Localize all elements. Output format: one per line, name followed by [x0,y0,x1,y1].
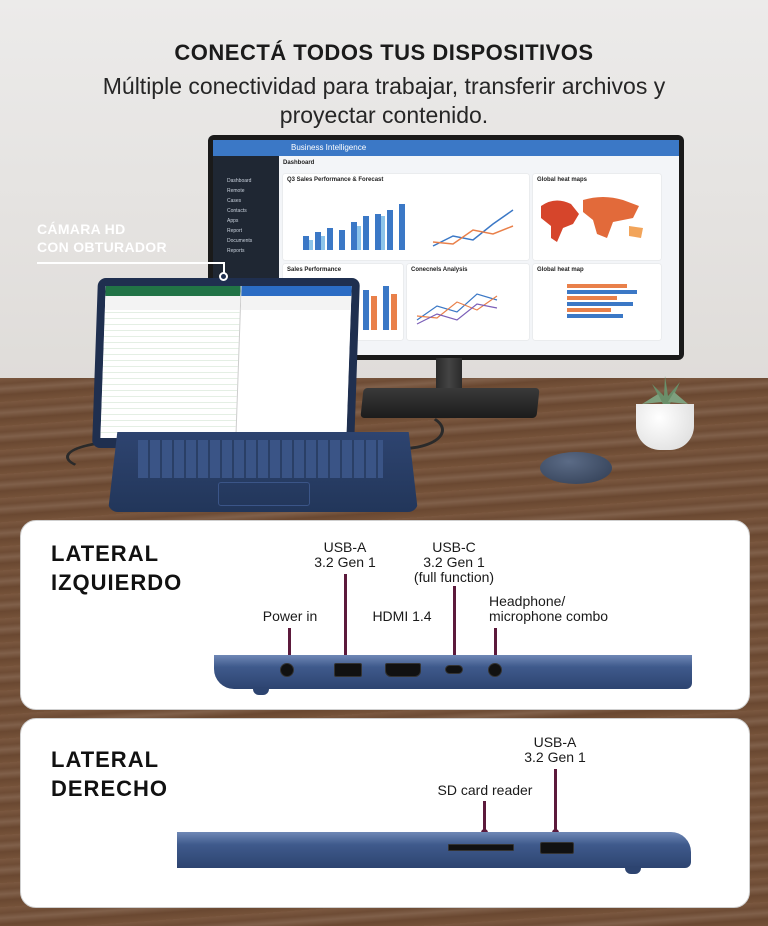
right-side-title-line2: DERECHO [51,776,169,801]
right-side-title: LATERAL DERECHO [51,745,168,803]
sd-card-label: SD card reader [437,782,533,798]
heat-map-2-card: Global heat map [533,264,661,340]
left-side-title-line1: LATERAL [51,541,160,566]
email-title-bar [241,286,352,296]
usb-a-left-label-line1: USB-A [323,539,367,555]
analysis-card-title: Conecnels Analysis [411,267,468,273]
power-in-label: Power in [262,608,318,624]
dashboard-app-title: Business Intelligence [291,143,367,152]
usb-a-right-pointer-line [554,769,557,833]
laptop-right-foot [625,866,641,874]
right-side-title-line1: LATERAL [51,747,160,772]
audio-jack-label-line2: microphone combo [489,608,609,624]
q3-sales-chart-graphic [303,204,514,250]
usb-c-port-icon [445,665,463,674]
world-heat-map-graphic [541,197,643,242]
usb-a-left-label: USB-A 3.2 Gen 1 [295,540,395,570]
spreadsheet-title-bar [105,286,241,296]
webcam-shutter-icon [219,272,228,281]
power-pointer-line [288,628,291,658]
succulent-plant-icon [642,376,688,408]
dashboard-sidebar-item: Contacts [227,208,247,214]
audio-jack-label: Headphone/ microphone combo [489,594,629,624]
laptop-keyboard [138,440,383,478]
usb-c-label-line3: (full function) [413,569,495,585]
spreadsheet-window [100,286,241,438]
usb-a-right-label-line2: 3.2 Gen 1 [524,749,586,765]
email-window [235,286,352,438]
audio-pointer-line [494,628,497,658]
camera-callout: CÁMARA HD CON OBTURADOR [37,220,167,256]
sd-card-slot-icon [448,844,514,851]
email-ribbon [241,296,352,310]
heat-map-2-card-title: Global heat map [537,267,584,273]
usb-a-left-port-icon [334,663,362,677]
page-subtitle: Múltiple conectividad para trabajar, tra… [102,73,666,128]
q3-sales-card: Q3 Sales Performance & Forecast [283,174,529,260]
sales-performance-card-title: Sales Performance [287,267,342,273]
hdmi-label: HDMI 1.4 [372,608,432,624]
dashboard-title-bar: Business Intelligence [213,140,679,156]
left-side-panel: LATERAL IZQUIERDO Power in USB-A 3.2 Gen… [20,520,750,710]
laptop-left-foot [253,687,269,695]
laptop-touchpad [218,482,310,506]
usb-c-pointer-line [453,586,456,658]
heat-map-card-title: Global heat maps [537,177,588,183]
q3-sales-card-title: Q3 Sales Performance & Forecast [287,177,384,183]
page-title: CONECTÁ TODOS TUS DISPOSITIVOS [174,40,594,65]
hdmi-port-icon [385,663,421,677]
laptop-screen [100,286,352,438]
camera-callout-line2: CON OBTURADOR [37,239,167,255]
spreadsheet-ribbon [104,296,241,310]
usb-a-left-pointer-line [344,574,347,658]
laptop-keyboard-deck [108,432,418,512]
wireless-mouse [540,452,612,484]
audio-jack-icon [488,663,502,677]
usb-c-label: USB-C 3.2 Gen 1 (full function) [399,540,509,585]
sd-pointer-line [483,801,486,833]
usb-a-right-port-icon [540,842,574,854]
camera-callout-line1: CÁMARA HD [37,221,126,237]
dashboard-sidebar-item: Cases [227,198,242,204]
analysis-card: Conecnels Analysis [407,264,529,340]
dashboard-sidebar-item: Remote [227,188,245,194]
dashboard-sidebar-item: Apps [227,218,239,224]
usb-a-right-label: USB-A 3.2 Gen 1 [505,735,605,765]
power-port-icon [280,663,294,677]
usb-a-right-label-line1: USB-A [533,734,577,750]
dashboard-label: Dashboard [283,160,315,166]
camera-callout-line [37,262,225,264]
laptop-right-edge [177,832,691,868]
laptop-lid [92,278,360,448]
left-side-title-line2: IZQUIERDO [51,570,183,595]
usb-c-label-line1: USB-C [432,539,476,555]
dashboard-sidebar-item: Report [227,228,243,234]
dashboard-sidebar-item: Documents [227,238,253,244]
camera-callout-pointer [223,262,225,276]
horizontal-bar-graphic [567,284,637,318]
right-side-panel: LATERAL DERECHO SD card reader USB-A 3.2… [20,718,750,908]
plant-pot [636,404,694,450]
heat-map-card: Global heat maps [533,174,661,260]
left-side-title: LATERAL IZQUIERDO [51,539,182,597]
usb-a-left-label-line2: 3.2 Gen 1 [314,554,376,570]
dashboard-sidebar-item: Dashboard [227,178,252,184]
audio-jack-label-line1: Headphone/ [489,593,566,609]
dashboard-sidebar-item: Reports [227,248,245,254]
monitor-stand-neck [436,358,462,392]
analysis-chart-graphic [416,293,498,325]
usb-c-label-line2: 3.2 Gen 1 [423,554,485,570]
